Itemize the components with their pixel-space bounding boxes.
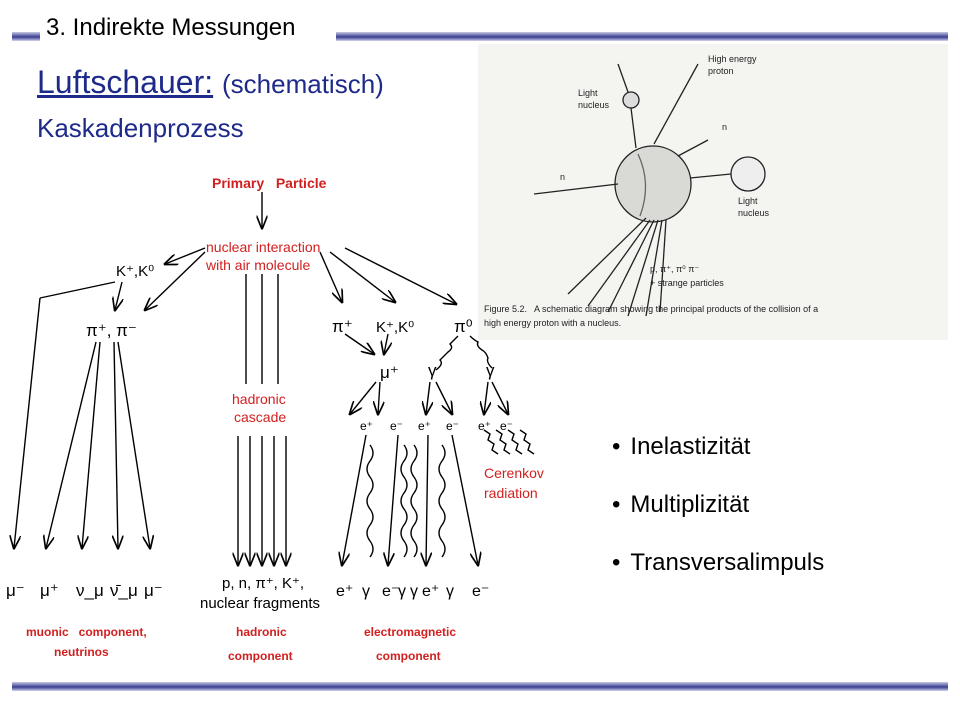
footer-bar xyxy=(12,682,948,691)
e-label: e⁺ xyxy=(360,419,373,433)
section-title: 3. Indirekte Messungen xyxy=(46,14,296,41)
em-final-label: γ xyxy=(398,583,406,600)
figure-label-proton: proton xyxy=(708,66,734,76)
figure-label-nucleus-2: nucleus xyxy=(738,208,770,218)
interaction-label-1: nuclear interaction xyxy=(206,239,320,255)
component-em-1: electromagnetic xyxy=(364,625,456,639)
e-label: e⁻ xyxy=(500,419,513,433)
bullet-item: Inelastizität xyxy=(612,432,824,490)
figure-label-light-1: Light xyxy=(578,88,598,98)
pi-zero-label: π⁰ xyxy=(454,317,473,336)
gamma-label-right: γ xyxy=(486,361,495,380)
em-final-label: e⁺ xyxy=(336,583,353,600)
title-main: Luftschauer: xyxy=(37,64,214,100)
em-final-label: e⁺ xyxy=(422,583,439,600)
gamma-label-left: γ xyxy=(428,361,437,380)
hadron-final-label-2: nuclear fragments xyxy=(200,595,320,612)
hadron-final-label-1: p, n, π⁺, K⁺, xyxy=(222,575,304,592)
figure-caption-2: high energy proton with a nucleus. xyxy=(484,318,621,328)
cerenkov-label-2: radiation xyxy=(484,485,538,501)
e-label: e⁻ xyxy=(446,419,459,433)
hadronic-label-2: cascade xyxy=(234,409,286,425)
primary-particle-label: Primary Particle xyxy=(212,175,327,191)
page-subtitle: Kaskadenprozess xyxy=(37,113,244,143)
air-shower-diagram: Primary Particle nuclear interaction wit… xyxy=(6,175,544,663)
em-final-label: e⁻ xyxy=(382,583,399,600)
figure-caption-1: Figure 5.2. A schematic diagram showing … xyxy=(484,304,818,314)
kaon-right-label: K⁺,K⁰ xyxy=(376,319,414,336)
title-suffix: (schematisch) xyxy=(222,69,384,99)
em-final-label: e⁻ xyxy=(472,583,489,600)
e-label: e⁻ xyxy=(390,419,403,433)
scanned-figure: High energy proton Light nucleus n n Lig… xyxy=(478,44,948,340)
bullet-item: Multiplizität xyxy=(612,490,824,548)
kaon-left-label: K⁺,K⁰ xyxy=(116,263,154,280)
figure-label-products: p, π⁺, π⁰ π⁻ xyxy=(650,264,699,274)
figure-label-nucleus-1: nucleus xyxy=(578,100,610,110)
e-label: e⁺ xyxy=(478,419,491,433)
component-hadronic-2: component xyxy=(228,649,293,663)
figure-label-n-left: n xyxy=(560,172,565,182)
figure-label-light-2: Light xyxy=(738,196,758,206)
interaction-label-2: with air molecule xyxy=(205,257,310,273)
component-em-2: component xyxy=(376,649,441,663)
muon-final-label: ν_μ xyxy=(76,581,104,600)
mu-mid-label: μ⁺ xyxy=(380,363,399,382)
bullet-list: Inelastizität Multiplizität Transversali… xyxy=(612,432,824,606)
cerenkov-label-1: Cerenkov xyxy=(484,465,544,481)
e-label: e⁺ xyxy=(418,419,431,433)
component-muonic-2: neutrinos xyxy=(54,645,109,659)
em-final-label: γ xyxy=(410,583,418,600)
component-muonic-1: muonic component, xyxy=(26,625,147,639)
figure-label-n-top: n xyxy=(722,122,727,132)
hadronic-label-1: hadronic xyxy=(232,391,286,407)
muon-final-label: ν̄_μ xyxy=(110,581,138,600)
pion-left-label: π⁺, π⁻ xyxy=(86,321,137,340)
header-bar-left xyxy=(12,32,40,41)
page-title: Luftschauer: (schematisch) xyxy=(37,64,384,101)
muon-final-label: μ⁻ xyxy=(6,581,25,600)
pi-plus-label: π⁺ xyxy=(332,317,353,336)
figure-label-strange: + strange particles xyxy=(650,278,724,288)
em-final-label: γ xyxy=(446,583,454,600)
bullet-item: Transversalimpuls xyxy=(612,548,824,606)
collision-schematic: High energy proton Light nucleus n n Lig… xyxy=(478,44,948,340)
muon-final-label: μ⁻ xyxy=(144,581,163,600)
muon-final-label: μ⁺ xyxy=(40,581,59,600)
figure-label-high: High energy xyxy=(708,54,757,64)
header-bar-right xyxy=(336,32,948,41)
em-final-label: γ xyxy=(362,583,370,600)
component-hadronic-1: hadronic xyxy=(236,625,287,639)
